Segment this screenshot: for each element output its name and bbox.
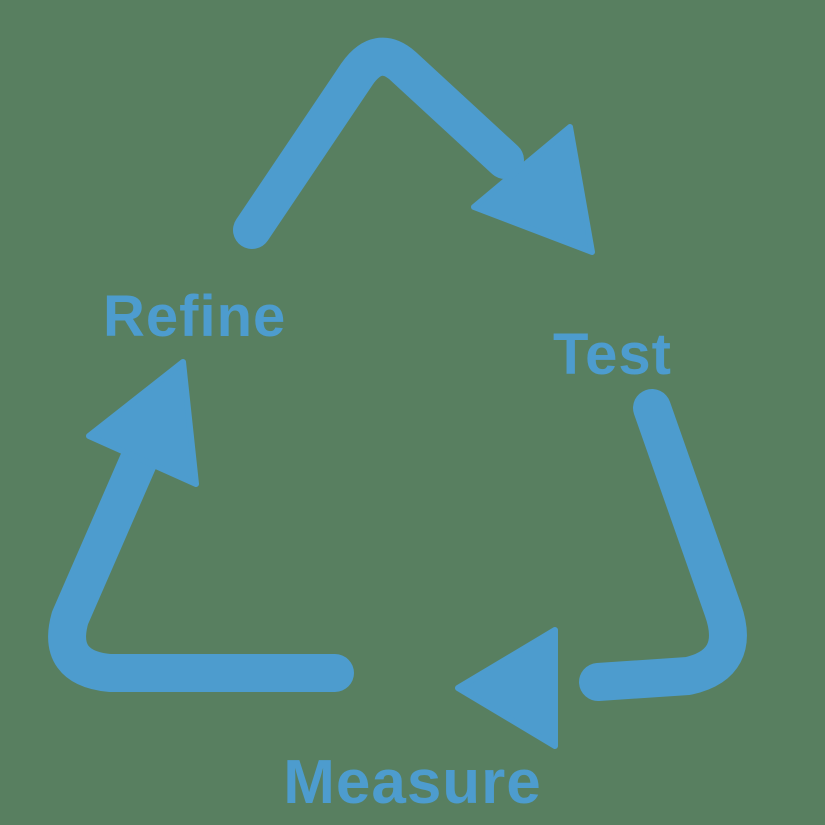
step-label-test: Test: [553, 322, 672, 387]
arrow-head-icon: [86, 359, 199, 487]
arrow-shaft: [579, 389, 747, 701]
arrow-head-icon: [471, 124, 595, 255]
arrow-shaft: [233, 37, 524, 249]
arrow-refine-to-test: [233, 37, 595, 255]
arrow-shaft: [48, 443, 354, 692]
arrow-measure-to-refine: [48, 359, 354, 692]
arrow-test-to-measure: [455, 389, 747, 749]
step-label-measure: Measure: [283, 748, 542, 817]
step-label-refine: Refine: [103, 284, 287, 349]
arrow-head-icon: [455, 627, 558, 749]
